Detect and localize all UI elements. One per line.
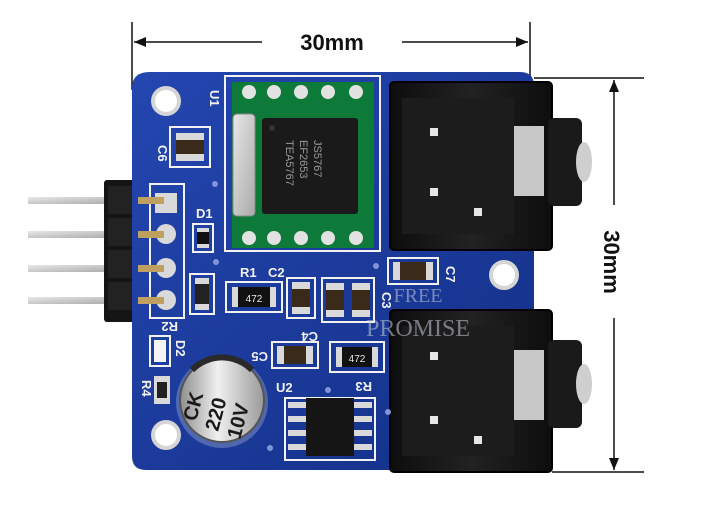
- resistor-r1-code: 472: [246, 294, 263, 305]
- amplifier-ic-u2: U2: [276, 380, 376, 461]
- resistor-r1: 472: [225, 281, 283, 313]
- led-d2: D2: [149, 335, 188, 367]
- watermark-line-2: PROMISE: [366, 316, 470, 342]
- resistor-r4: R4: [139, 376, 170, 404]
- audio-jack-top: [389, 81, 592, 251]
- label-c3: C3: [379, 292, 394, 309]
- capacitor-c3: C3: [321, 277, 394, 323]
- capacitor-c5: [271, 341, 319, 369]
- label-c4: C4: [301, 329, 318, 344]
- header-pads: [138, 183, 185, 319]
- label-u2: U2: [276, 380, 293, 395]
- height-label: 30mm: [599, 230, 624, 294]
- watermark: FREE PROMISE: [366, 285, 470, 342]
- label-r3: R3: [355, 379, 372, 394]
- label-r1: R1: [240, 265, 257, 280]
- chip-text-1: JS5767: [311, 140, 323, 177]
- label-c2: C2: [268, 265, 285, 280]
- audio-jack-bottom: [389, 309, 592, 473]
- label-d2: D2: [173, 340, 188, 357]
- resistor-r3-code: 472: [349, 354, 366, 365]
- label-u1: U1: [207, 90, 222, 107]
- fm-radio-module: JS5767 EF2653 TEA5767: [224, 75, 381, 252]
- label-c5: C5: [251, 349, 268, 364]
- label-c6: C6: [155, 145, 170, 162]
- capacitor-c2: [286, 277, 316, 319]
- chip-text-3: TEA5767: [283, 140, 295, 186]
- diode-d1: D1: [192, 206, 214, 253]
- pin-header: [28, 180, 138, 322]
- label-r2: R2: [161, 319, 178, 334]
- mounting-holes: [151, 86, 519, 450]
- capacitor-c6: C6: [155, 126, 211, 168]
- label-d1: D1: [196, 206, 213, 221]
- chip-text-2: EF2653: [297, 140, 309, 179]
- width-dimension: 30mm: [131, 22, 531, 90]
- label-r4: R4: [139, 380, 154, 397]
- resistor-r2: R2: [161, 273, 215, 334]
- vias: [212, 181, 391, 451]
- electrolytic-capacitor: CK 220 10V: [176, 354, 268, 448]
- height-dimension: 30mm: [534, 77, 644, 473]
- watermark-line-1: FREE: [394, 285, 443, 307]
- resistor-r3: 472 R3: [329, 341, 385, 394]
- label-c7: C7: [443, 266, 458, 283]
- capacitor-c7: C7: [387, 257, 458, 285]
- width-label: 30mm: [300, 30, 364, 55]
